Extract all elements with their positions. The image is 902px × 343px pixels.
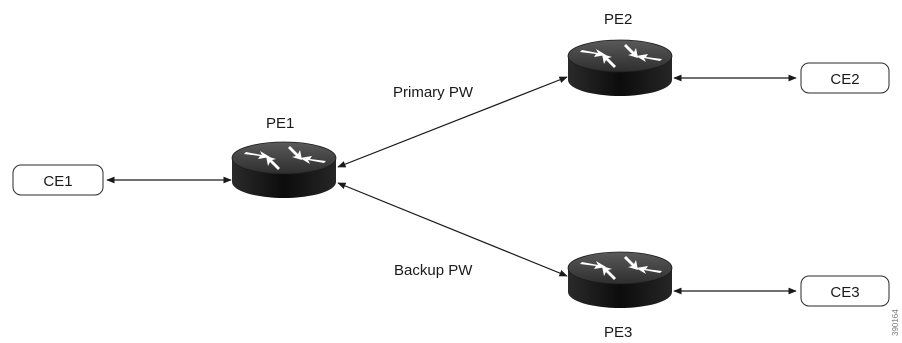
ce3-box: CE3 <box>800 275 890 307</box>
router-icon <box>231 141 337 199</box>
primary-pw-link <box>337 76 568 168</box>
router-pe2-label: PE2 <box>604 11 632 28</box>
ce3-label: CE3 <box>830 284 859 301</box>
router-pe2: PE2 <box>567 11 673 97</box>
ce1-box: CE1 <box>12 164 104 196</box>
router-icon <box>567 251 673 309</box>
backup-pw-link <box>337 182 568 277</box>
backup-pw-label: Backup PW <box>394 262 473 279</box>
router-pe1-label: PE1 <box>266 115 294 132</box>
router-icon <box>567 39 673 97</box>
ce2-box: CE2 <box>800 62 890 94</box>
router-pe1: PE1 <box>231 115 337 199</box>
ce2-label: CE2 <box>830 71 859 88</box>
ce1-label: CE1 <box>43 173 72 190</box>
primary-pw-label: Primary PW <box>393 84 474 101</box>
router-pe3: PE3 <box>567 251 673 341</box>
figure-id: 390164 <box>891 309 900 336</box>
router-pe3-label: PE3 <box>604 324 632 341</box>
